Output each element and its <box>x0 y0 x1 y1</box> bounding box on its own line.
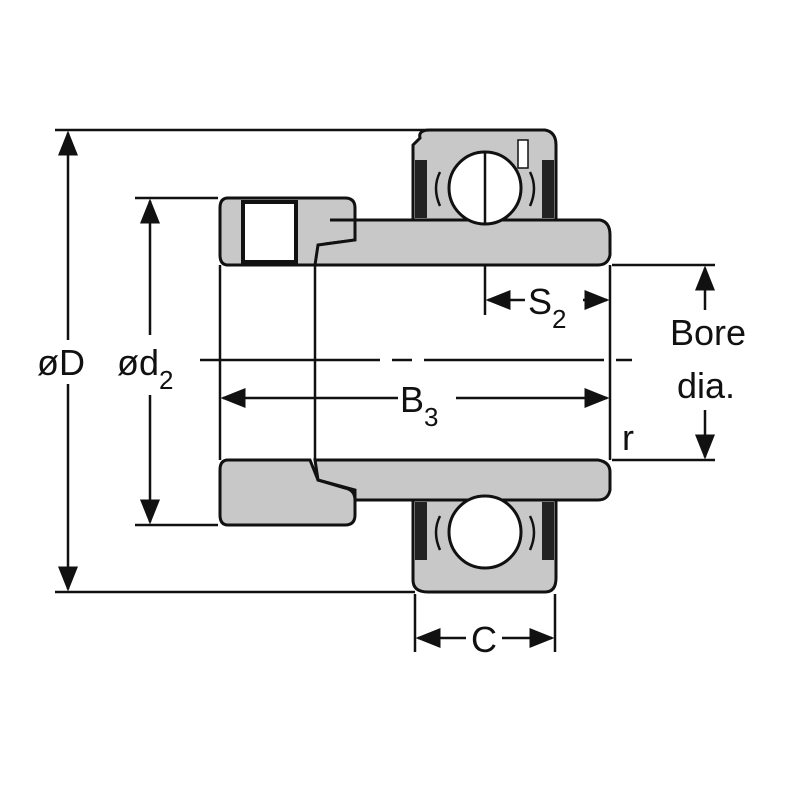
bore-diameter-dimension: Bore dia. <box>612 263 746 462</box>
collar-diameter-dimension: ød2 <box>115 196 218 527</box>
seal-left-top <box>415 160 427 218</box>
set-screw-hole <box>241 200 298 264</box>
seal-right-bottom <box>542 502 554 560</box>
ball-bottom <box>434 494 536 570</box>
collar-diameter-label: ød2 <box>117 342 173 395</box>
outer-ring-width-dimension: C <box>413 594 557 660</box>
locking-collar-bottom <box>218 458 357 527</box>
inner-ring-bottom <box>313 458 612 502</box>
bore-label-line1: Bore <box>670 312 746 353</box>
ball-top <box>434 150 536 226</box>
set-screw-distance-label: S2 <box>528 281 566 334</box>
bore-label-line2: dia. <box>677 365 735 406</box>
outer-ring-width-label: C <box>471 619 497 660</box>
overall-width-dimension: B3 <box>220 379 610 432</box>
inner-ring-top <box>313 218 612 267</box>
seal-right-top <box>542 160 554 218</box>
radius-label: r <box>622 417 634 458</box>
bore-outline <box>218 265 612 460</box>
overall-width-label: B3 <box>400 379 438 432</box>
seal-left-bottom <box>415 502 427 560</box>
outer-diameter-label: øD <box>37 342 85 383</box>
outer-diameter-dimension: øD <box>37 128 470 594</box>
set-screw-distance-dimension: S2 <box>483 265 610 334</box>
